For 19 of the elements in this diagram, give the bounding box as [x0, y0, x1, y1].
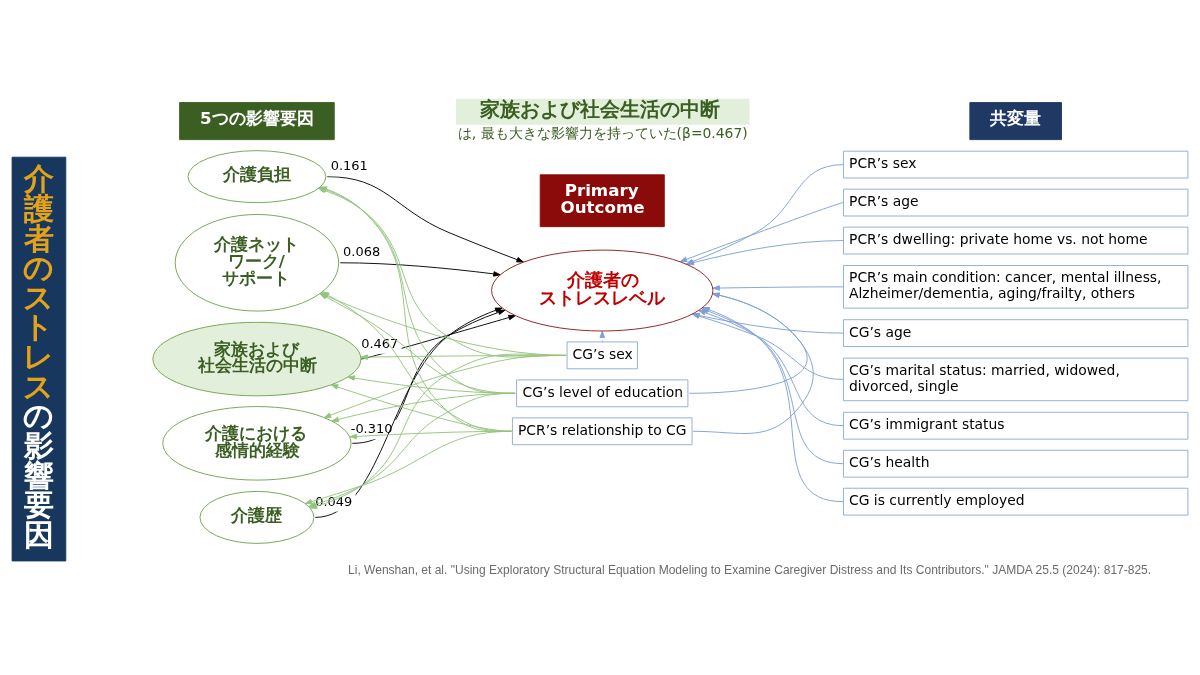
- node-box: Primary Outcome: [539, 173, 665, 227]
- arrow: [688, 292, 808, 394]
- node-ellipse: 介護における感情的経験: [162, 405, 352, 481]
- node-ellipse: 介護ネットワーク/サポート: [174, 213, 340, 311]
- arrow: [339, 261, 501, 277]
- edge-label: 0.161: [330, 157, 368, 173]
- node-box: 介護者のストレス の影響要因: [11, 156, 67, 561]
- node-ellipse: 家族および社会生活の中断: [152, 321, 362, 396]
- node-box: 5つの影響要因: [179, 101, 335, 140]
- node-box: 共変量: [969, 101, 1062, 140]
- edge-label: -0.310: [350, 420, 393, 436]
- edge-label: 0.467: [361, 335, 399, 351]
- label: 家族および社会生活の中断は, 最も大きな影響力を持っていた(β=0.467): [457, 96, 748, 141]
- arrow: [712, 284, 844, 291]
- edge-label: 0.068: [343, 243, 381, 259]
- arrow: [314, 307, 503, 518]
- edge-label: 0.049: [315, 493, 353, 509]
- caption: Li, Wenshan, et al. "Using Exploratory Structural Equation Modeling to Examine Caregiver Distress and Its Contributors." JAMDA 25.5 (2024): 817-825.: [348, 562, 1152, 577]
- arrow: [304, 430, 512, 504]
